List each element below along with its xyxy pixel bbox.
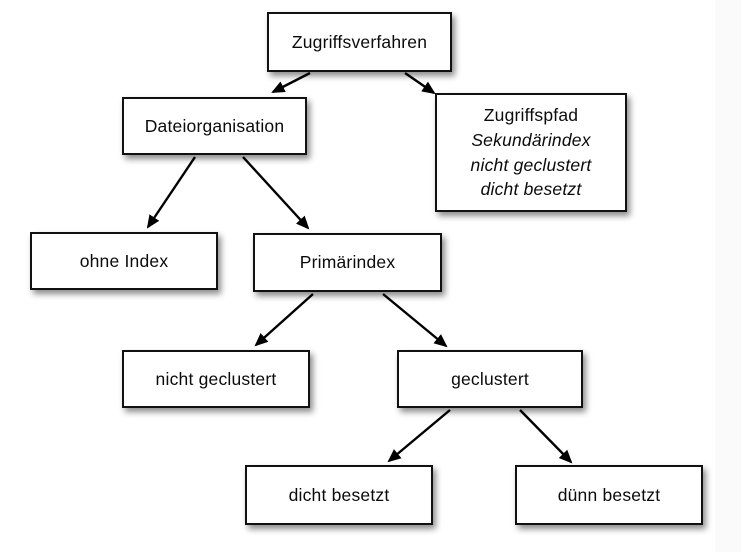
node-ohne-index: ohne Index	[30, 232, 218, 290]
node-geclustert: geclustert	[397, 350, 583, 408]
node-label: Primärindex	[299, 252, 396, 273]
edge-geclustert-duenn-besetzt	[519, 409, 573, 464]
node-label-line-1: Zugriffspfad	[483, 104, 579, 125]
node-dicht-besetzt: dicht besetzt	[245, 465, 433, 525]
edge-primaerindex-nicht-geclustert	[254, 293, 314, 347]
node-zugriffsverfahren: Zugriffsverfahren	[267, 12, 452, 72]
edge-zugriffsverfahren-dateiorganisation	[271, 71, 311, 94]
node-zugriffspfad: Zugriffspfad Sekundärindex nicht geclust…	[435, 93, 627, 212]
node-label: nicht geclustert	[155, 368, 277, 389]
node-label-line-4: dicht besetzt	[480, 179, 582, 200]
node-label: dicht besetzt	[288, 484, 390, 505]
edge-dateiorganisation-primaerindex	[242, 156, 310, 230]
edge-zugriffsverfahren-zugriffspfad	[404, 72, 436, 95]
node-label: Zugriffsverfahren	[291, 31, 428, 52]
node-label: geclustert	[451, 368, 529, 389]
node-label-line-2: Sekundärindex	[471, 129, 591, 150]
node-label: ohne Index	[79, 250, 169, 271]
edge-geclustert-dicht-besetzt	[387, 409, 451, 463]
node-label-line-3: nicht geclustert	[470, 154, 592, 175]
edge-primaerindex-geclustert	[382, 293, 448, 348]
right-edge-band	[715, 0, 741, 552]
edge-dateiorganisation-ohne-index	[146, 156, 196, 229]
node-dateiorganisation: Dateiorganisation	[122, 97, 307, 155]
node-label: dünn besetzt	[557, 484, 661, 505]
node-nicht-geclustert: nicht geclustert	[122, 350, 310, 408]
node-label: Dateiorganisation	[144, 115, 285, 136]
node-primaerindex: Primärindex	[253, 233, 442, 292]
node-duenn-besetzt: dünn besetzt	[515, 465, 703, 525]
